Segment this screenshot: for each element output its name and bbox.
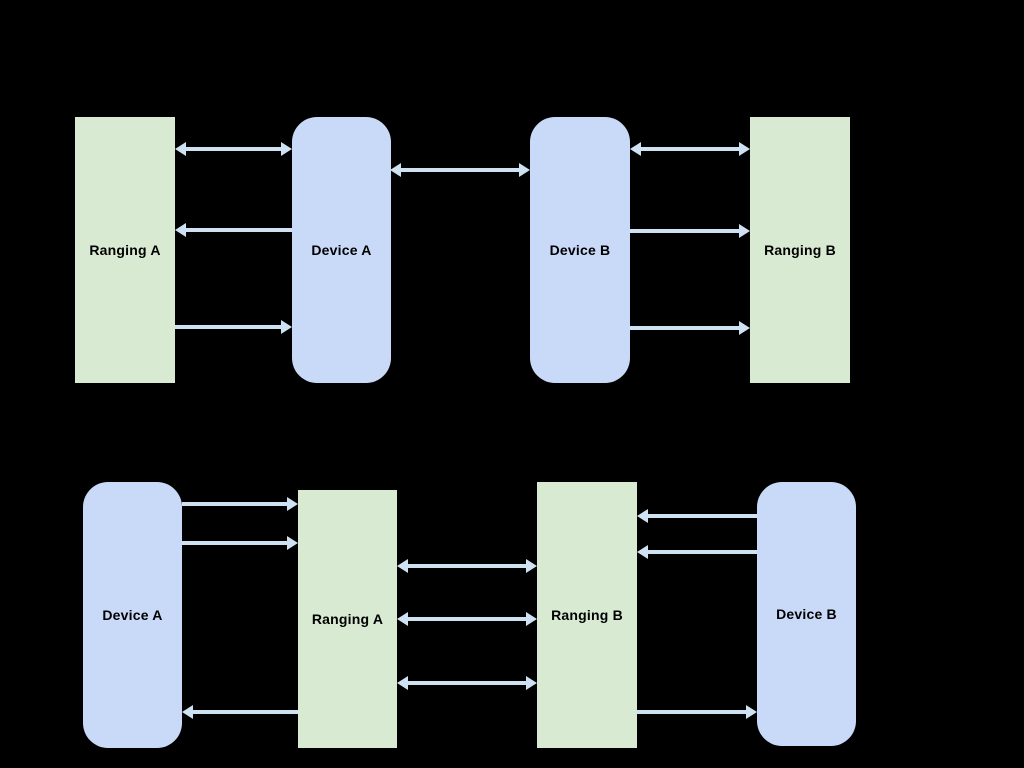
arrow-top-device-a-device-b-bidirectional: [390, 163, 530, 177]
arrow-shaft: [182, 502, 289, 506]
bottom-ranging-a-label: Ranging A: [311, 611, 384, 627]
top-ranging-b-box: Ranging B: [750, 117, 850, 383]
arrow-shaft: [182, 541, 289, 545]
top-device-b-label: Device B: [549, 242, 611, 258]
arrow-shaft: [406, 617, 528, 621]
arrow-shaft: [406, 681, 528, 685]
arrow-top-ranging-a-device-a-bidirectional: [175, 142, 292, 156]
top-ranging-a-box: Ranging A: [75, 117, 175, 383]
arrow-bottom-device-a-to-ranging-a-1: [182, 497, 298, 511]
top-device-b-box: Device B: [530, 117, 630, 383]
arrow-top-ranging-a-to-device-a: [175, 320, 292, 334]
bottom-device-b-label: Device B: [776, 606, 837, 622]
arrow-bottom-device-b-to-ranging-b-2: [637, 545, 757, 559]
arrow-shaft: [175, 325, 283, 329]
arrow-top-device-b-to-ranging-b-2: [630, 321, 750, 335]
arrow-shaft: [646, 514, 757, 518]
arrow-bottom-device-a-to-ranging-a-2: [182, 536, 298, 550]
arrow-bottom-ranging-a-ranging-b-bidirectional-2: [397, 612, 537, 626]
bottom-ranging-b-label: Ranging B: [551, 607, 623, 623]
arrow-shaft: [184, 228, 292, 232]
bottom-device-a-box: Device A: [83, 482, 182, 748]
bottom-device-b-box: Device B: [757, 482, 856, 746]
arrow-top-device-a-to-ranging-a: [175, 223, 292, 237]
arrow-shaft: [184, 147, 283, 151]
arrow-shaft: [191, 710, 298, 714]
bottom-ranging-a-box: Ranging A: [298, 490, 397, 748]
arrow-shaft: [630, 229, 741, 233]
arrow-bottom-ranging-a-ranging-b-bidirectional-1: [397, 559, 537, 573]
arrow-bottom-ranging-a-ranging-b-bidirectional-3: [397, 676, 537, 690]
arrow-shaft: [630, 326, 741, 330]
arrow-bottom-ranging-b-to-device-b: [637, 705, 757, 719]
arrow-top-device-b-to-ranging-b-1: [630, 224, 750, 238]
top-device-a-label: Device A: [311, 242, 372, 258]
arrow-shaft: [639, 147, 741, 151]
bottom-device-a-label: Device A: [102, 607, 163, 623]
bottom-ranging-b-box: Ranging B: [537, 482, 637, 748]
arrow-shaft: [399, 168, 521, 172]
top-ranging-a-label: Ranging A: [89, 242, 161, 258]
arrow-top-device-b-ranging-b-bidirectional: [630, 142, 750, 156]
arrow-shaft: [637, 710, 748, 714]
arrow-shaft: [406, 564, 528, 568]
arrow-bottom-device-b-to-ranging-b-1: [637, 509, 757, 523]
arrow-shaft: [646, 550, 757, 554]
top-device-a-box: Device A: [292, 117, 391, 383]
arrow-bottom-ranging-a-to-device-a: [182, 705, 298, 719]
top-ranging-b-label: Ranging B: [764, 242, 836, 258]
